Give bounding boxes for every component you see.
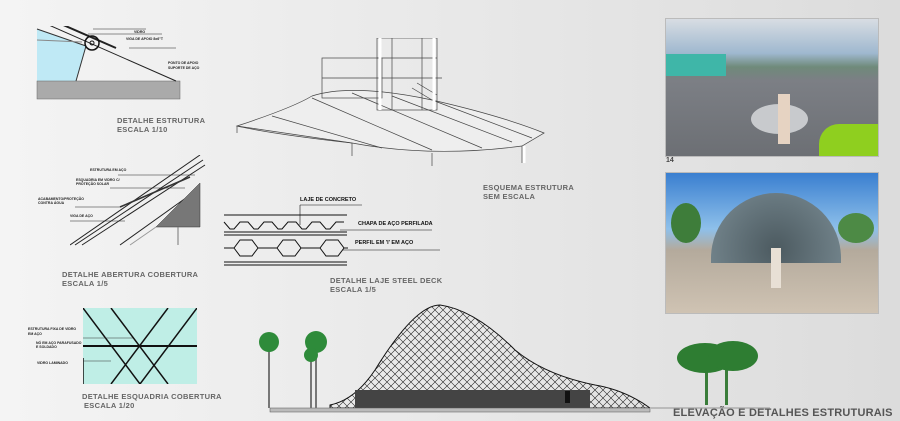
label-acabamento: ACABAMENTO/PROTEÇÃO [38,197,85,201]
label-perfil: PERFIL EM 'I' EM AÇO [355,240,414,246]
label-contra-agua: CONTRA ÁGUA [38,201,65,205]
caption-scale: SEM ESCALA [483,192,536,201]
label-soldado: E SOLDADO [36,345,57,349]
detail-opening-drawing [70,155,206,246]
board-title: ELEVAÇÃO E DETALHES ESTRUTURAIS [673,407,893,419]
palm-tree-icon [259,332,279,408]
label-protecao: PROTEÇÃO SOLAR [76,182,110,186]
label-viga-aco: VIGA DE AÇO [70,214,93,218]
label-chapa-aco: CHAPA DE AÇO PERFILADA [358,221,433,227]
caption-title: DETALHE ABERTURA COBERTURA [62,270,199,279]
caption-title: ESQUEMA ESTRUTURA [483,183,575,192]
interior-render-photo [665,18,879,157]
caption-scale: ESCALA 1/5 [62,279,109,288]
detail-structure-drawing [36,26,181,100]
label-ponto: PONTO DE APOIO [168,61,199,65]
exterior-render-photo [665,172,879,314]
label-estrutura-fixa: ESTRUTURA FIXA DE VIDRO [28,327,77,331]
label-vidro: VIDRO [134,30,146,34]
caption-title: DETALHE ESTRUTURA [117,116,206,125]
label-no-aco: NÓ EM AÇO PARAFUSADO [36,341,82,345]
caption-scale: ESCALA 1/10 [117,125,168,134]
elevation-drawing [259,304,770,413]
label-esquadria: ESQUADRIA EM VIDRO C/ [76,178,120,182]
label-laje-concreto: LAJE DE CONCRETO [300,197,357,203]
steel-deck-drawing [223,204,440,266]
label-viga: VIGA DE APOIO 8x6"T [126,37,163,41]
label-estrutura: ESTRUTURA EM AÇO [90,168,127,172]
photo-number: 14 [666,157,674,164]
caption-scale: ESCALA 1/20 [84,401,135,410]
caption-title: DETALHE ESQUADRIA COBERTURA [82,392,222,401]
label-suporte: SUPORTE DE AÇO [168,66,200,70]
structure-scheme-drawing [235,38,545,166]
detail-frame-drawing [83,308,197,384]
label-vidro-laminado: VIDRO LAMINADO [37,361,68,365]
caption-title: DETALHE LAJE STEEL DECK [330,276,443,285]
caption-scale: ESCALA 1/5 [330,285,377,294]
label-em-aco: EM AÇO [28,332,42,336]
